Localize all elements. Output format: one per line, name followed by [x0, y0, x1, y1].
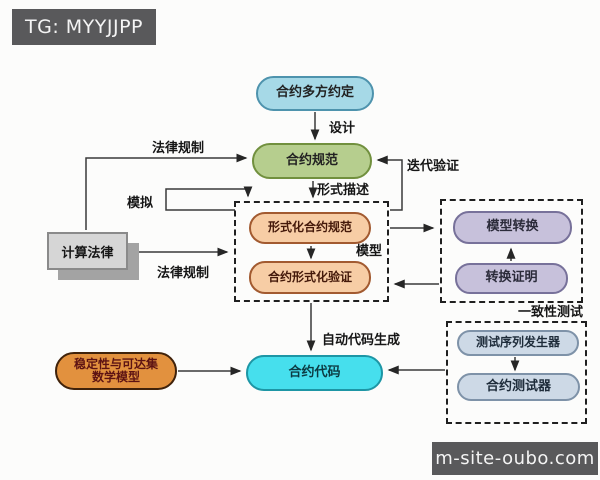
node-contract-formal-verification-label: 合约形式化验证: [267, 269, 352, 284]
watermark-top-left-text: TG: MYYJJPP: [25, 16, 143, 38]
consistency-test-group-box: [446, 321, 587, 424]
edge-label-legal-regulation-bottom: 法律规制: [157, 266, 210, 281]
edge-label-model: 模型: [356, 244, 383, 259]
node-stability-math-model-line1: 稳定性与可达集: [73, 356, 158, 371]
node-model-transformation-label: 模型转换: [486, 219, 539, 235]
node-stability-math-model: 稳定性与可达集 数学模型: [55, 352, 177, 390]
edge-label-legal-regulation-top: 法律规制: [152, 141, 205, 156]
node-formal-contract-spec-label: 形式化合约规范: [267, 220, 352, 235]
node-contract-formal-verification: 合约形式化验证: [249, 261, 371, 294]
edge-legal-regulation-top-arrow: [85, 153, 248, 230]
group-label-consistency-testing: 一致性测试: [518, 305, 584, 320]
node-transformation-proof-label: 转换证明: [485, 270, 538, 286]
formal-model-group-box: [234, 201, 389, 302]
node-contract-spec: 合约规范: [252, 143, 372, 179]
watermark-bottom-right: m-site-oubo.com: [432, 442, 598, 475]
node-formal-contract-spec: 形式化合约规范: [249, 212, 371, 244]
edge-label-formal-description: 形式描述: [317, 183, 370, 198]
node-computational-law: 计算法律: [47, 232, 128, 270]
edge-label-design: 设计: [329, 121, 356, 136]
node-computational-law-label: 计算法律: [61, 245, 114, 261]
watermark-top-left: TG: MYYJJPP: [12, 9, 156, 45]
node-contract-tester: 合约测试器: [457, 373, 580, 401]
node-test-sequence-generator-label: 测试序列发生器: [475, 335, 560, 350]
watermark-bottom-right-text: m-site-oubo.com: [435, 448, 595, 469]
node-model-transformation: 模型转换: [453, 211, 572, 244]
edge-label-iterative-verification: 迭代验证: [407, 159, 460, 174]
edge-label-auto-code-generation: 自动代码生成: [322, 333, 401, 348]
model-transform-group-box: [440, 199, 583, 303]
edge-label-simulation: 模拟: [127, 196, 154, 211]
node-contract-code: 合约代码: [246, 355, 383, 391]
node-stability-math-model-line2: 数学模型: [91, 370, 140, 384]
node-contract-spec-label: 合约规范: [285, 152, 338, 168]
node-contract-agreement: 合约多方约定: [256, 76, 374, 111]
node-test-sequence-generator: 测试序列发生器: [457, 330, 579, 356]
node-contract-agreement-label: 合约多方约定: [275, 85, 354, 101]
node-contract-tester-label: 合约测试器: [485, 378, 551, 394]
node-transformation-proof: 转换证明: [455, 263, 568, 294]
node-contract-code-label: 合约代码: [288, 364, 341, 380]
